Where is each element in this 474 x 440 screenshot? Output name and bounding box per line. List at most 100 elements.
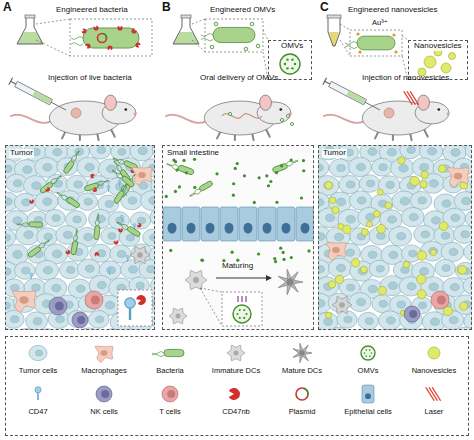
omv-vesicle [290, 122, 293, 125]
illustration-part [29, 222, 43, 228]
tumor-cell [29, 345, 47, 360]
t-cell [85, 291, 103, 309]
illustration-part [286, 67, 288, 69]
illustration-part [101, 390, 109, 398]
omv-dot [185, 171, 188, 174]
illustration-part [51, 102, 66, 110]
legend-label: Macrophages [71, 367, 137, 375]
illustration-part [256, 44, 260, 48]
illustration-part [125, 298, 135, 308]
illustration-part [175, 313, 180, 318]
box-label: Tumor [9, 149, 34, 158]
illustration-part [294, 63, 296, 65]
illustration-part [339, 175, 360, 193]
nanovesicle [351, 259, 359, 267]
illustration-part [128, 266, 137, 274]
omv-vesicle [244, 47, 248, 51]
illustration-part [24, 231, 34, 239]
illustration-part [138, 147, 147, 155]
illustration-part [56, 316, 65, 323]
legend-sample [96, 386, 112, 402]
illustration-part [384, 108, 394, 118]
nanovesicle [377, 189, 383, 195]
legend-label: Immature DCs [203, 367, 269, 375]
illustration-part [244, 223, 253, 234]
illustration-part [263, 223, 272, 234]
legend-label: NK cells [71, 408, 137, 416]
nanovesicle [410, 176, 419, 185]
nk-cell [49, 297, 67, 315]
illustration-part [280, 54, 300, 74]
illustration-part [365, 318, 373, 325]
illustration-part [54, 180, 63, 187]
illustration-part [214, 22, 218, 26]
illustration-part [128, 197, 137, 204]
omv-dot [175, 168, 178, 171]
nanovesicle [439, 222, 448, 231]
legend-label: OMVs [335, 367, 401, 375]
legend-label: Plasmid [269, 408, 335, 416]
legend-sample [361, 346, 375, 360]
illustration-part [43, 198, 52, 206]
illustration-part [105, 201, 113, 208]
illustration-part [14, 193, 35, 211]
illustration-part [358, 267, 368, 275]
illustration-part [286, 114, 289, 117]
sample-tube [327, 15, 341, 46]
cd47nb-marker [93, 25, 100, 31]
illustration-part [345, 42, 357, 49]
cd47nb-marker [90, 173, 95, 178]
illustration-part [286, 158, 299, 166]
leader-line [200, 288, 222, 292]
illustration-part [449, 248, 458, 255]
illustration-part [95, 316, 103, 323]
illustration-part [71, 37, 83, 46]
nanovesicle [417, 251, 426, 260]
illustration-part [15, 262, 36, 279]
omv-dot [290, 158, 293, 161]
omv-dot [275, 171, 278, 174]
illustration-part [450, 283, 459, 290]
illustration-part [52, 284, 61, 292]
leader-line [340, 40, 350, 56]
illustration-part [52, 215, 60, 222]
macrophage [447, 168, 469, 187]
box-label: Maturing [221, 262, 254, 271]
omv-dot [290, 256, 293, 259]
illustration-part [410, 92, 418, 105]
illustration-part [329, 159, 351, 177]
syringe [9, 78, 68, 114]
nanovesicle [458, 266, 467, 275]
illustration-part [244, 47, 248, 51]
illustration-part [35, 350, 42, 356]
illustration-part [356, 163, 365, 171]
illustration-part [318, 312, 338, 330]
illustration-part [239, 207, 257, 241]
illustration-part [95, 346, 113, 362]
cd47-receptor [126, 255, 129, 262]
illustration-part [397, 232, 406, 240]
illustration-part [277, 207, 295, 241]
tumor-cell [411, 191, 432, 209]
illustration-part [27, 246, 41, 258]
illustration-part [169, 308, 187, 324]
illustration-part [55, 302, 64, 311]
illustration-part [10, 115, 51, 123]
mature-dc [293, 343, 312, 362]
illustration-part [324, 318, 333, 325]
illustration-part [409, 213, 418, 221]
illustration-part [108, 233, 116, 240]
illustration-part [165, 115, 206, 123]
epithelial-cell [163, 207, 181, 241]
omv-dot [178, 185, 181, 188]
illustration-part [418, 197, 426, 204]
illustration-part [85, 291, 103, 309]
tumor-cell [463, 277, 472, 295]
illustration-part [454, 173, 462, 180]
illustration-part [441, 232, 450, 239]
tumor-cell [37, 228, 58, 246]
tumor-cell [141, 190, 155, 210]
illustration-part [35, 192, 58, 212]
mouse-figure [323, 95, 449, 140]
